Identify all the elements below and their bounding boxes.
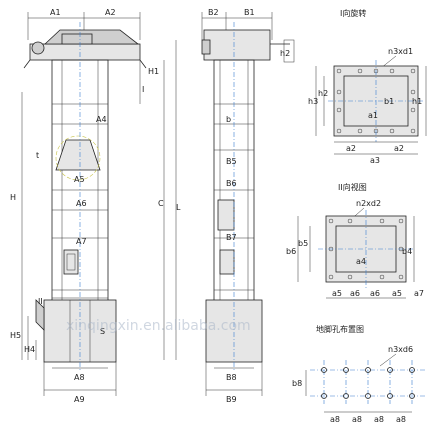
label-a8: A8 xyxy=(74,373,85,382)
label-l: L xyxy=(176,203,181,212)
section-i-rotated: I向旋转 n3xd1 h3 h2 h1 a1 xyxy=(308,8,427,165)
dim-b8: b8 xyxy=(292,379,302,388)
dim-a5-right: a5 xyxy=(392,289,402,298)
dim-a1: a1 xyxy=(368,111,378,120)
drive-motor xyxy=(31,41,45,55)
head-base xyxy=(29,43,141,61)
label-a5: A5 xyxy=(74,175,85,184)
dim-b2: B2 xyxy=(208,8,219,17)
dim-a6-2: a6 xyxy=(370,289,380,298)
dim-a8-4: a8 xyxy=(396,415,406,424)
label-ii: II xyxy=(38,297,43,306)
front-view: A1 A2 xyxy=(10,8,159,404)
watermark: xinqingxin.en.alibaba.com xyxy=(66,318,251,334)
label-b: b xyxy=(226,115,231,124)
label-b5: B5 xyxy=(226,157,237,166)
label-a7: A7 xyxy=(76,237,87,246)
section-i-title: I向旋转 xyxy=(340,8,366,18)
section-ii-callout: n2xd2 xyxy=(356,199,381,208)
inspection-door xyxy=(63,249,79,275)
dim-a4: a4 xyxy=(356,257,366,266)
dim-b5: b5 xyxy=(298,239,308,248)
dim-b1: B1 xyxy=(244,8,255,17)
dim-a2-left: a2 xyxy=(346,144,356,153)
dim-a1: A1 xyxy=(50,8,61,17)
section-iii-title: 地脚孔布置图 xyxy=(316,324,364,334)
foundation-bolt-layout: 地脚孔布置图 n3xd6 b8 a8 a8 a8 a8 xyxy=(292,324,426,424)
head-side xyxy=(203,29,271,61)
dim-a5-left: a5 xyxy=(332,289,342,298)
dim-b1: b1 xyxy=(384,97,394,106)
dim-h3: h3 xyxy=(308,97,318,106)
label-a6: A6 xyxy=(76,199,87,208)
label-b8: B8 xyxy=(226,373,237,382)
label-b9: B9 xyxy=(226,395,237,404)
label-h5: H5 xyxy=(10,331,21,340)
label-i: I xyxy=(142,85,144,94)
boot-section xyxy=(43,299,117,363)
side-view: B2 B1 h2 b B5 B6 B7 C L B8 B9 xyxy=(158,8,295,404)
dim-a2-right: a2 xyxy=(394,144,404,153)
label-s: S xyxy=(100,327,105,336)
label-a4: A4 xyxy=(96,115,107,124)
label-a9: A9 xyxy=(74,395,85,404)
dim-a3: a3 xyxy=(370,156,380,165)
drive-unit xyxy=(61,33,93,45)
door-side xyxy=(217,199,235,231)
dim-h2: h2 xyxy=(318,89,328,98)
discharge-spout xyxy=(55,139,101,171)
dim-a8-3: a8 xyxy=(374,415,384,424)
section-ii-title: II向视图 xyxy=(338,182,367,192)
section-ii-view: II向视图 n2xd2 b6 b5 a4 b4 a5 a6 a6 xyxy=(286,182,424,299)
dim-h1: h1 xyxy=(412,97,422,106)
dim-a8-1: a8 xyxy=(330,415,340,424)
label-b7: B7 xyxy=(226,233,237,242)
dim-b6: b6 xyxy=(286,247,296,256)
boot-side xyxy=(205,299,263,363)
dim-a8-2: a8 xyxy=(352,415,362,424)
label-t: t xyxy=(36,151,39,160)
label-b6: B6 xyxy=(226,179,237,188)
inlet-chute xyxy=(35,299,45,331)
dim-a7: a7 xyxy=(414,289,424,298)
section-i-callout: n3xd1 xyxy=(388,47,413,56)
label-h2-side: h2 xyxy=(280,49,290,58)
dim-b4: b4 xyxy=(402,247,412,256)
dim-a6-1: a6 xyxy=(350,289,360,298)
label-h: H xyxy=(10,193,16,202)
label-c: C xyxy=(158,199,164,208)
dim-a2: A2 xyxy=(105,8,116,17)
section-iii-callout: n3xd6 xyxy=(388,345,413,354)
label-h1: H1 xyxy=(148,67,159,76)
label-h4: H4 xyxy=(24,345,35,354)
